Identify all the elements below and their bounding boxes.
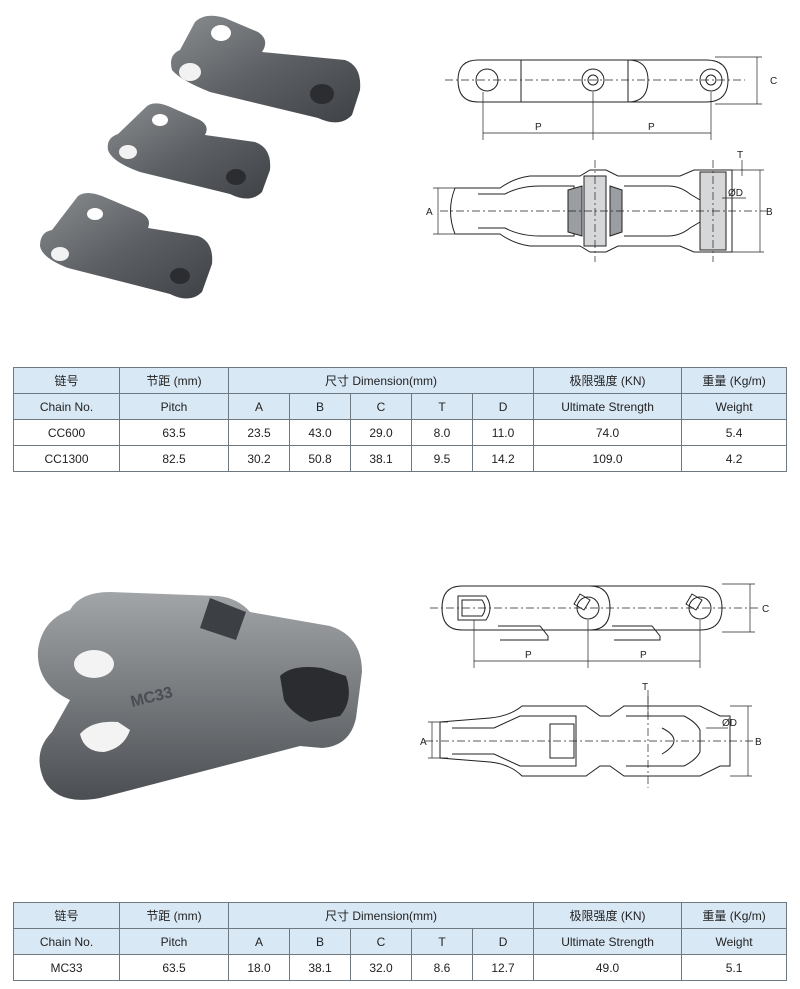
header-chain-en: Chain No. bbox=[13, 393, 120, 420]
dim-a-label: A bbox=[420, 737, 427, 748]
header-chain: 链号 bbox=[13, 902, 120, 929]
dim-t-label: T bbox=[737, 150, 743, 161]
header-t: T bbox=[411, 928, 473, 955]
cell-pitch: 63.5 bbox=[119, 954, 229, 981]
cell-strength: 109.0 bbox=[533, 445, 683, 472]
cell-b: 43.0 bbox=[289, 419, 351, 446]
dim-d-label: ØD bbox=[728, 188, 743, 199]
header-dimension: 尺寸 Dimension(mm) bbox=[227, 902, 535, 929]
cell-a: 18.0 bbox=[228, 954, 290, 981]
cell-strength: 74.0 bbox=[533, 419, 683, 446]
cell-strength: 49.0 bbox=[533, 954, 683, 981]
cell-chain: CC1300 bbox=[13, 445, 120, 472]
cell-d: 11.0 bbox=[471, 419, 535, 446]
header-a: A bbox=[228, 393, 290, 420]
table-row: CC1300 82.5 30.2 50.8 38.1 9.5 14.2 109.… bbox=[13, 445, 788, 472]
cell-b: 38.1 bbox=[289, 954, 351, 981]
cell-pitch: 82.5 bbox=[119, 445, 229, 472]
header-pitch-en: Pitch bbox=[119, 393, 229, 420]
cell-t: 8.6 bbox=[411, 954, 473, 981]
header-t: T bbox=[411, 393, 473, 420]
header-d: D bbox=[471, 393, 535, 420]
header-d: D bbox=[471, 928, 535, 955]
header-strength-en: Ultimate Strength bbox=[533, 393, 683, 420]
table-row: MC33 63.5 18.0 38.1 32.0 8.6 12.7 49.0 5… bbox=[13, 954, 788, 981]
header-c: C bbox=[350, 393, 412, 420]
dim-b-label: B bbox=[755, 737, 762, 748]
pitch-label: P bbox=[640, 650, 647, 661]
cell-a: 30.2 bbox=[228, 445, 290, 472]
mc33-spec-table: 链号 节距 (mm) 尺寸 Dimension(mm) 极限强度 (KN) 重量… bbox=[13, 902, 788, 981]
header-c: C bbox=[350, 928, 412, 955]
header-b: B bbox=[289, 928, 351, 955]
dim-a-label: A bbox=[426, 207, 433, 218]
pitch-label: P bbox=[535, 122, 542, 133]
cc-spec-table: 链号 节距 (mm) 尺寸 Dimension(mm) 极限强度 (KN) 重量… bbox=[13, 367, 788, 472]
cell-t: 8.0 bbox=[411, 419, 473, 446]
header-pitch: 节距 (mm) bbox=[119, 902, 229, 929]
header-pitch-en: Pitch bbox=[119, 928, 229, 955]
cell-chain: MC33 bbox=[13, 954, 120, 981]
cell-d: 12.7 bbox=[471, 954, 535, 981]
header-weight-en: Weight bbox=[681, 393, 788, 420]
dim-c-label: C bbox=[770, 76, 777, 87]
header-chain: 链号 bbox=[13, 367, 120, 394]
dim-c-label: C bbox=[762, 604, 769, 615]
cell-t: 9.5 bbox=[411, 445, 473, 472]
header-strength-en: Ultimate Strength bbox=[533, 928, 683, 955]
cell-weight: 5.4 bbox=[681, 419, 788, 446]
cell-c: 32.0 bbox=[350, 954, 412, 981]
header-weight: 重量 (Kg/m) bbox=[681, 902, 788, 929]
cell-c: 38.1 bbox=[350, 445, 412, 472]
cell-d: 14.2 bbox=[471, 445, 535, 472]
header-b: B bbox=[289, 393, 351, 420]
header-pitch: 节距 (mm) bbox=[119, 367, 229, 394]
header-dimension: 尺寸 Dimension(mm) bbox=[227, 367, 535, 394]
header-weight: 重量 (Kg/m) bbox=[681, 367, 788, 394]
cell-weight: 5.1 bbox=[681, 954, 788, 981]
cell-c: 29.0 bbox=[350, 419, 412, 446]
header-a: A bbox=[228, 928, 290, 955]
header-strength: 极限强度 (KN) bbox=[533, 902, 683, 929]
cell-b: 50.8 bbox=[289, 445, 351, 472]
pitch-label: P bbox=[525, 650, 532, 661]
dim-t-label: T bbox=[642, 682, 648, 693]
dim-d-label: ØD bbox=[722, 718, 737, 729]
cell-chain: CC600 bbox=[13, 419, 120, 446]
pitch-label: P bbox=[648, 122, 655, 133]
dim-b-label: B bbox=[766, 207, 773, 218]
header-strength: 极限强度 (KN) bbox=[533, 367, 683, 394]
header-weight-en: Weight bbox=[681, 928, 788, 955]
cell-weight: 4.2 bbox=[681, 445, 788, 472]
cell-pitch: 63.5 bbox=[119, 419, 229, 446]
mc33-cast-marking: MC33 bbox=[129, 684, 175, 711]
header-chain-en: Chain No. bbox=[13, 928, 120, 955]
cell-a: 23.5 bbox=[228, 419, 290, 446]
table-row: CC600 63.5 23.5 43.0 29.0 8.0 11.0 74.0 … bbox=[13, 419, 788, 446]
